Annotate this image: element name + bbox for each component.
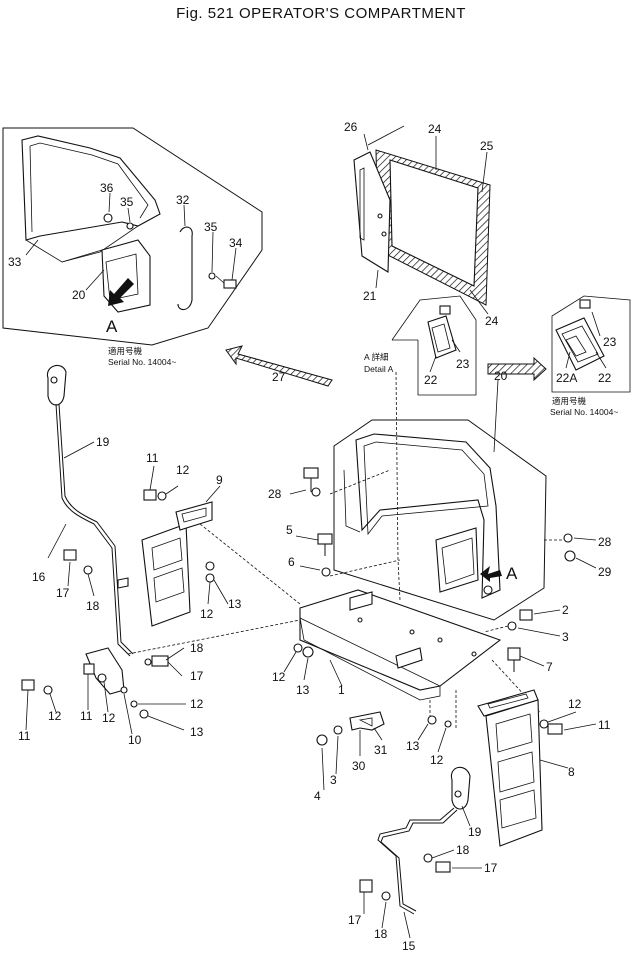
detail-a-box <box>391 295 477 396</box>
callout-31: 31 <box>374 743 388 757</box>
callout-32: 32 <box>176 193 190 207</box>
view-label-A: A <box>106 317 118 336</box>
callout-29: 29 <box>598 565 612 579</box>
callout-17: 17 <box>190 669 204 683</box>
callout-11: 11 <box>80 709 93 723</box>
callout-9: 9 <box>216 473 223 487</box>
callout-35: 35 <box>204 220 218 234</box>
callout-17: 17 <box>56 586 70 600</box>
callout-16: 16 <box>32 570 46 584</box>
serial-caption-jp: 適用号機 <box>108 346 143 356</box>
figure-title: Fig. 521 OPERATOR'S COMPARTMENT <box>176 5 466 22</box>
detail-a-caption: Detail A <box>364 364 394 374</box>
callout-35: 35 <box>120 195 134 209</box>
callout-12: 12 <box>200 607 214 621</box>
callout-2: 2 <box>562 603 569 617</box>
callout-10: 10 <box>128 733 142 747</box>
callout-13: 13 <box>296 683 310 697</box>
callout-11: 11 <box>146 451 159 465</box>
serial-caption-jp: 適用号機 <box>552 396 587 406</box>
callout-33: 33 <box>8 255 22 269</box>
callout-20: 20 <box>494 369 508 383</box>
callout-3: 3 <box>330 773 337 787</box>
door-panel-assembly <box>353 125 491 315</box>
callout-18: 18 <box>456 843 470 857</box>
callout-30: 30 <box>352 759 366 773</box>
serial-caption: Serial No. 14004~ <box>550 407 618 417</box>
left-step-assembly <box>21 364 301 735</box>
callout-22: 22 <box>424 373 438 387</box>
callout-13: 13 <box>228 597 242 611</box>
callout-15: 15 <box>402 939 416 953</box>
callout-22A: 22A <box>556 371 577 385</box>
serial-caption: Serial No. 14004~ <box>108 357 176 367</box>
callout-24: 24 <box>485 314 499 328</box>
detail-a-caption-jp: A 詳細 <box>364 352 389 362</box>
callout-11: 11 <box>18 729 31 743</box>
inset-top-left <box>2 127 263 346</box>
callout-25: 25 <box>480 139 494 153</box>
callout-13: 13 <box>190 725 204 739</box>
callout-17: 17 <box>484 861 498 875</box>
callout-4: 4 <box>314 789 321 803</box>
callout-24: 24 <box>428 122 442 136</box>
callout-8: 8 <box>568 765 575 779</box>
callout-18: 18 <box>190 641 204 655</box>
callout-12: 12 <box>190 697 204 711</box>
callout-27: 27 <box>272 370 286 384</box>
right-step-assembly <box>316 689 597 939</box>
callout-23: 23 <box>603 335 617 349</box>
reference-arrow <box>225 345 333 387</box>
detail-arrow <box>487 356 547 382</box>
callout-22: 22 <box>598 371 612 385</box>
callout-17: 17 <box>348 913 362 927</box>
callout-12: 12 <box>176 463 190 477</box>
callout-36: 36 <box>100 181 114 195</box>
callout-6: 6 <box>288 555 295 569</box>
callout-20: 20 <box>72 288 86 302</box>
callout-12: 12 <box>272 670 286 684</box>
callout-28: 28 <box>598 535 612 549</box>
callout-3: 3 <box>562 630 569 644</box>
detail-right-box <box>551 295 631 393</box>
callout-18: 18 <box>86 599 100 613</box>
callout-1: 1 <box>338 683 345 697</box>
callout-5: 5 <box>286 523 293 537</box>
callout-7: 7 <box>546 660 553 674</box>
callout-18: 18 <box>374 927 388 941</box>
callout-12: 12 <box>102 711 116 725</box>
callout-19: 19 <box>468 825 482 839</box>
callout-12: 12 <box>568 697 582 711</box>
callout-11: 11 <box>598 718 611 732</box>
callout-12: 12 <box>48 709 62 723</box>
callout-21: 21 <box>363 289 377 303</box>
callout-26: 26 <box>344 120 358 134</box>
callout-13: 13 <box>406 739 420 753</box>
callout-34: 34 <box>229 236 243 250</box>
callout-19: 19 <box>96 435 110 449</box>
callout-28: 28 <box>268 487 282 501</box>
callout-23: 23 <box>456 357 470 371</box>
callout-12: 12 <box>430 753 444 767</box>
view-label-A: A <box>506 564 518 583</box>
cab-frame-assembly <box>283 371 597 730</box>
